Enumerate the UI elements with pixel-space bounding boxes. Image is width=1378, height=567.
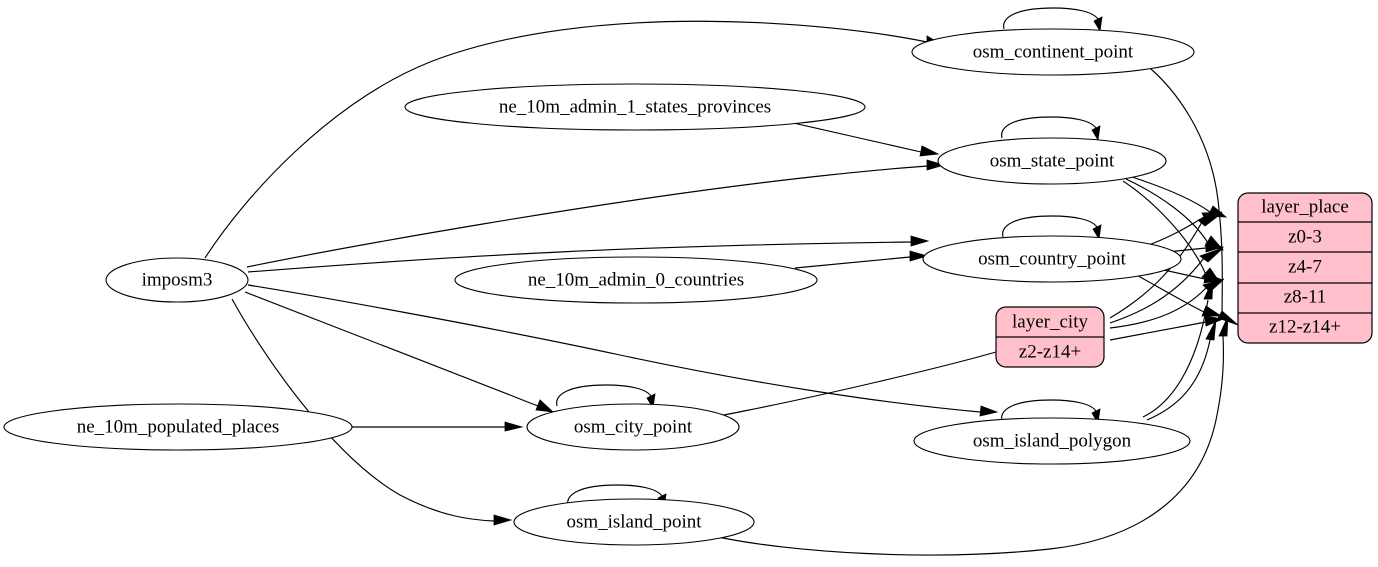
edge-osm-island-polygon-to-layer-place-z12 [1146, 319, 1217, 421]
edge-imposm3-to-osm-island-polygon [247, 284, 999, 417]
node-layer-city[interactable]: layer_city z2-z14+ [995, 306, 1105, 368]
node-osm-country-point[interactable]: osm_country_point [922, 235, 1182, 283]
edge-layer-city-to-layer-place-z4-7 [1109, 247, 1224, 324]
node-ne-10m-admin-0-countries[interactable]: ne_10m_admin_0_countries [454, 256, 818, 304]
node-osm-city-point[interactable]: osm_city_point [526, 403, 740, 451]
node-osm-island-point[interactable]: osm_island_point [513, 498, 755, 546]
edge-ne-populated-to-osm-city-point [352, 421, 524, 432]
edge-osm-island-polygon-to-layer-place-z8-11 [1142, 278, 1214, 418]
edge-ne-states-to-osm-state-point [788, 121, 940, 157]
edge-osm-country-point-self-loop [1002, 215, 1102, 241]
edge-layer-city-to-osm-city-point [689, 351, 997, 423]
node-layer-place[interactable]: layer_place z0-3 z4-7 z8-11 z12-z14+ [1237, 192, 1373, 344]
edge-imposm3-to-osm-city-point [244, 291, 555, 413]
edge-osm-continent-point-self-loop [1003, 7, 1103, 33]
edge-layer-city-to-layer-place-z0-3 [1109, 212, 1223, 319]
edge-imposm3-to-osm-state-point [246, 159, 946, 268]
node-ne-10m-populated-places[interactable]: ne_10m_populated_places [3, 403, 353, 451]
node-osm-state-point[interactable]: osm_state_point [937, 137, 1167, 185]
node-osm-island-polygon[interactable]: osm_island_polygon [913, 417, 1191, 465]
edge-imposm3-to-osm-island-point [231, 298, 513, 526]
node-layer: imposm3 ne_10m_admin_1_states_provinces … [3, 28, 1195, 546]
edge-osm-state-point-self-loop [1001, 116, 1101, 142]
edge-ne-countries-to-osm-country-point [794, 250, 929, 269]
edge-osm-continent-point-to-layer-place-z12 [1144, 63, 1239, 326]
edge-imposm3-to-osm-continent-point [204, 20, 946, 259]
edge-imposm3-to-osm-country-point [247, 235, 930, 273]
edge-osm-island-point-to-layer-place-z12 [717, 315, 1229, 556]
node-imposm3[interactable]: imposm3 [105, 257, 249, 303]
node-ne-10m-admin-1-states-provinces[interactable]: ne_10m_admin_1_states_provinces [404, 83, 866, 131]
node-osm-continent-point[interactable]: osm_continent_point [911, 28, 1195, 76]
edge-layer-city-to-layer-place-z12 [1109, 315, 1225, 341]
